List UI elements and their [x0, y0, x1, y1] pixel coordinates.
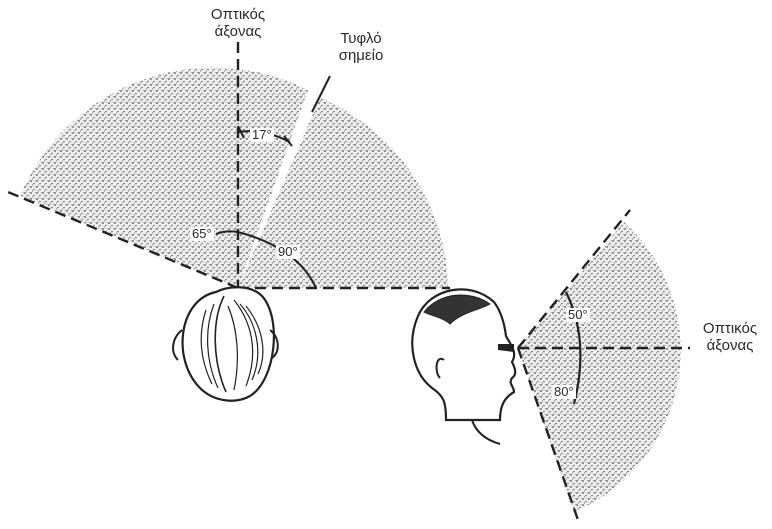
side-optic-axis-label-line2: άξονας	[690, 337, 770, 354]
blind-spot-label: Τυφλό σημείο	[326, 30, 396, 64]
top-optic-axis-label-line2: άξονας	[196, 23, 280, 40]
top-optic-axis-label: Οπτικός άξονας	[196, 6, 280, 40]
right-angle-label: 90°	[276, 245, 300, 259]
top-optic-axis-label-line1: Οπτικός	[196, 6, 280, 23]
blind-spot-angle-label: 17°	[250, 128, 274, 142]
vertical-field-sector	[518, 222, 681, 512]
vertical-field-view	[518, 210, 690, 520]
blind-spot-label-line2: σημείο	[326, 47, 396, 64]
horizontal-field-view	[8, 42, 450, 288]
blind-spot-label-line1: Τυφλό	[326, 30, 396, 47]
left-angle-label: 65°	[190, 227, 214, 241]
side-optic-axis-label: Οπτικός άξονας	[690, 320, 770, 354]
lower-angle-label: 80°	[552, 385, 576, 399]
head-side-view-icon	[412, 289, 515, 444]
upper-angle-label: 50°	[566, 308, 590, 322]
head-top-view-icon	[173, 287, 278, 400]
side-optic-axis-label-line1: Οπτικός	[690, 320, 770, 337]
